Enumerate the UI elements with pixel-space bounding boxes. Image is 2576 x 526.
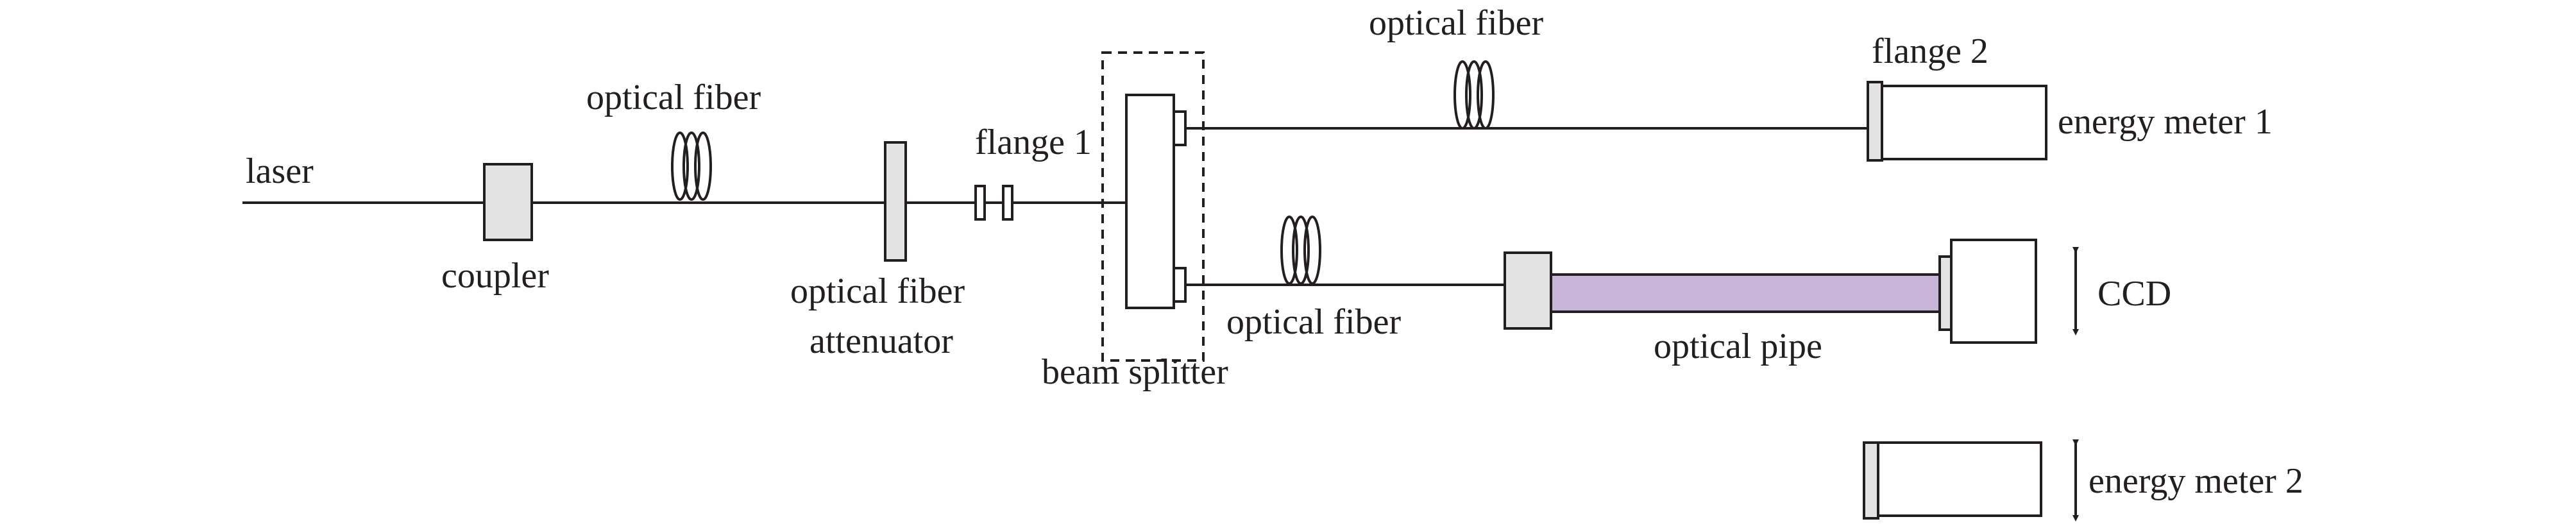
- pipe-input-flange: [1504, 251, 1552, 330]
- energy-meter-1: [1881, 85, 2047, 160]
- fiber-coil-3: [1280, 216, 1321, 285]
- coupler: [483, 163, 533, 241]
- fiber-3-label: optical fiber: [1226, 302, 1401, 342]
- flange-1-label: flange 1: [975, 123, 1092, 162]
- beam-splitter: [1125, 94, 1175, 309]
- flange-2: [1867, 81, 1883, 162]
- beam-splitter-port-1: [1173, 110, 1187, 146]
- ccd-label: CCD: [2097, 274, 2171, 314]
- fiber-coil-2: [1453, 60, 1495, 130]
- fiber-2-label: optical fiber: [1369, 3, 1543, 43]
- energy-meter-1-label: energy meter 1: [2058, 102, 2273, 142]
- fiber-coil-1: [671, 132, 712, 201]
- optical-pipe-label: optical pipe: [1654, 327, 1822, 366]
- beam-splitter-port-2: [1173, 267, 1187, 303]
- optical-pipe: [1550, 273, 1941, 313]
- optical-fiber-attenuator: [884, 141, 907, 262]
- flange-1: [974, 185, 1013, 221]
- attenuator-label-line1: optical fiber: [790, 271, 965, 311]
- energy-meter-2-label: energy meter 2: [2089, 461, 2303, 501]
- beam-splitter-enclosure: [1101, 51, 1205, 362]
- attenuator-label-line2: attenuator: [809, 321, 953, 361]
- fiber-1-label: optical fiber: [586, 78, 761, 117]
- flange-2-label: flange 2: [1872, 31, 1988, 71]
- energy-meter-2: [1877, 441, 2042, 517]
- laser-label: laser: [246, 151, 314, 191]
- energy-meter-2-flange: [1863, 441, 1879, 520]
- ccd-camera: [1950, 239, 2037, 344]
- ccd-flange: [1938, 255, 1953, 331]
- coupler-label: coupler: [441, 256, 549, 296]
- beam-splitter-label: beam splitter: [1042, 352, 1228, 392]
